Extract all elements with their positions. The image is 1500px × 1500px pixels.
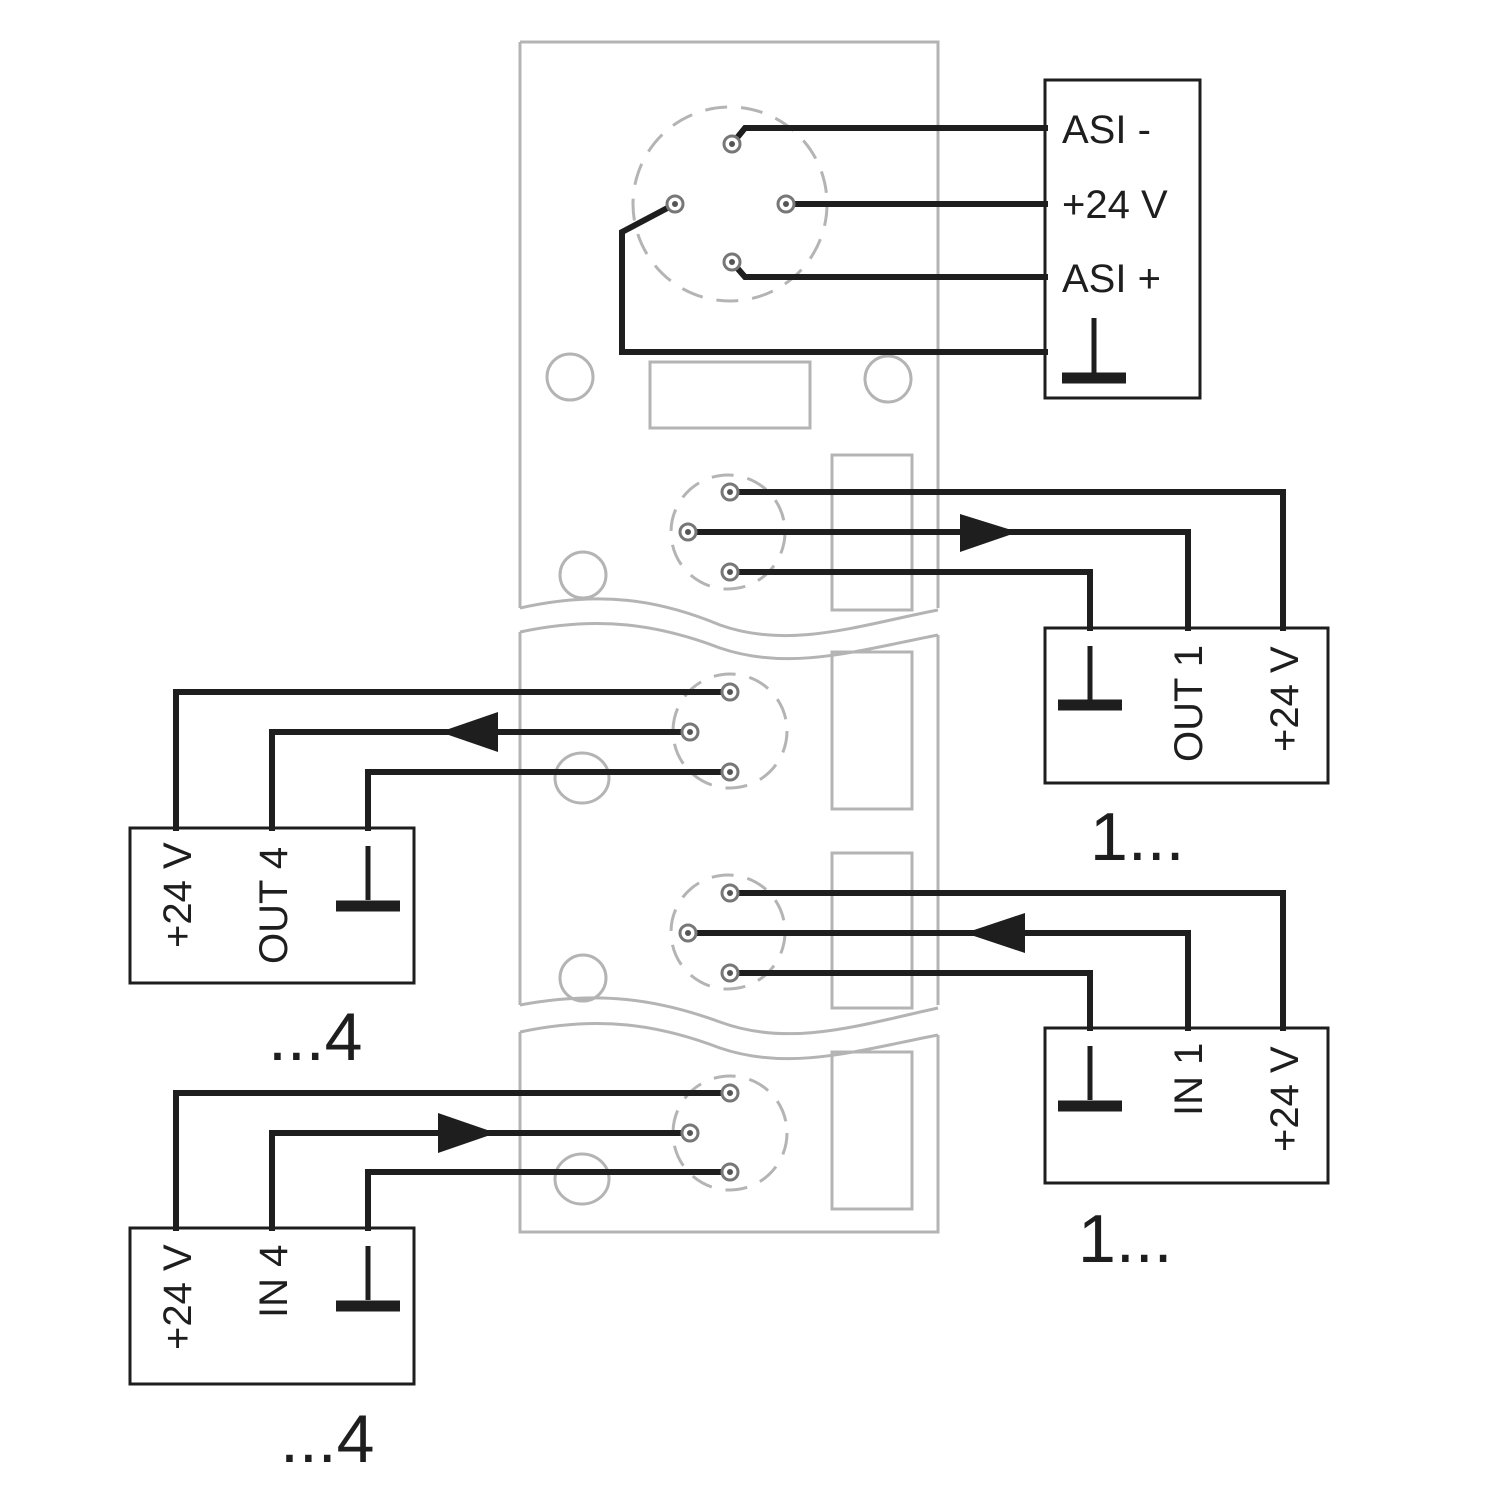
output-4-wires [173, 689, 733, 831]
label-asi-minus: ASI - [1062, 108, 1151, 152]
caption-output-1: 1... [1090, 799, 1185, 875]
wire-24v [173, 1090, 733, 1231]
caption-output-4: ...4 [268, 999, 363, 1075]
wire-ground [727, 970, 1093, 1031]
wire-24v [173, 689, 733, 831]
arrow-right-icon [438, 1113, 496, 1153]
arrow-left-icon [440, 712, 498, 752]
module-housing [518, 40, 940, 1234]
ground-icon [336, 1246, 400, 1312]
wire-ground [365, 1169, 733, 1231]
arrow-right-icon [960, 514, 1018, 552]
label-asi-plus: ASI + [1062, 257, 1161, 301]
wire-24v [727, 890, 1286, 1031]
mounting-hole [558, 953, 608, 1003]
mounting-slot [553, 1152, 611, 1206]
ground-icon [1062, 318, 1126, 384]
label-out-4: OUT 4 [252, 847, 296, 964]
mounting-hole [558, 550, 608, 600]
m8-connector-outline [671, 1074, 789, 1192]
mounting-slot [553, 751, 611, 805]
output-1-wires [685, 489, 1286, 631]
caption-input-4: ...4 [280, 1401, 375, 1477]
socket-bay [648, 360, 812, 430]
input-4-wires [173, 1090, 733, 1231]
wire-out-1 [685, 529, 1191, 631]
label-24v: +24 V [156, 842, 200, 948]
wire-asi-minus [727, 125, 1048, 149]
led-window [830, 1050, 914, 1211]
led-window [830, 650, 914, 811]
connector-pins [665, 134, 796, 1182]
ground-icon [1058, 1046, 1122, 1112]
label-24v: +24 V [1263, 1046, 1307, 1152]
wire-out-4 [269, 729, 693, 831]
label-out-1: OUT 1 [1167, 645, 1211, 762]
mounting-hole [863, 354, 913, 404]
label-24v: +24 V [156, 1244, 200, 1350]
power-wires [619, 125, 1048, 355]
wire-24v [727, 489, 1286, 631]
caption-input-1: 1... [1078, 1201, 1173, 1277]
m8-connector-outline [671, 672, 789, 790]
label-24v: +24 V [1062, 183, 1168, 227]
label-24v: +24 V [1263, 646, 1307, 752]
wire-ground [365, 769, 733, 831]
wire-in-4 [269, 1130, 693, 1231]
wire-ground [619, 199, 1048, 355]
wire-asi-plus [727, 257, 1048, 280]
arrow-left-icon [965, 913, 1025, 953]
power-terminal-box [1043, 78, 1202, 400]
wire-in-1 [685, 930, 1191, 1031]
label-in-1: IN 1 [1167, 1043, 1211, 1116]
ground-icon [1058, 646, 1122, 711]
input-1-wires [685, 890, 1286, 1031]
ground-icon [336, 846, 400, 912]
wire-ground [727, 569, 1093, 631]
label-in-4: IN 4 [252, 1245, 296, 1318]
mounting-hole [545, 352, 595, 402]
